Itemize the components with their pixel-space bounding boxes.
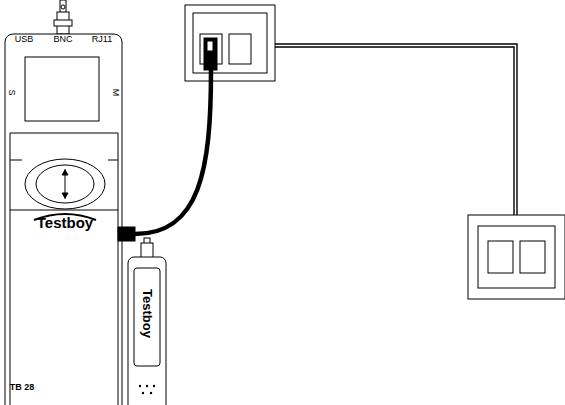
remote-unit: Testboy — [128, 257, 166, 405]
speaker-dot — [146, 385, 148, 387]
speaker-dot — [150, 392, 152, 394]
socket-frame — [478, 226, 555, 288]
bnc-ring — [54, 20, 72, 26]
wall-socket — [185, 5, 275, 81]
bnc-connector — [141, 243, 153, 258]
tester-housing — [5, 34, 122, 405]
arrow-symbol — [62, 170, 68, 198]
speaker-dot — [139, 385, 141, 387]
speaker-dot — [153, 385, 155, 387]
keypad-panel — [10, 133, 118, 405]
socket-frame — [193, 13, 267, 73]
remote-housing — [128, 257, 166, 405]
port-label: USB — [15, 35, 34, 44]
rj11-jack — [488, 241, 513, 273]
bnc-pin — [60, 0, 66, 13]
tester-unit: USB BNC RJ11S M Testboy TB 28 — [5, 34, 122, 405]
brand-logo: Testboy — [37, 215, 93, 230]
wall-socket — [468, 215, 565, 299]
model-label: TB 28 — [10, 383, 35, 392]
remote-label-panel — [134, 268, 160, 366]
wall-cable — [275, 47, 514, 215]
rj11-jack — [229, 34, 251, 64]
rj11-plug — [118, 227, 135, 241]
bnc-center — [61, 5, 65, 9]
rj11-jack — [520, 241, 545, 273]
wall-cable — [275, 44, 517, 215]
button-ring — [25, 159, 105, 209]
brand-logo: Testboy — [141, 289, 154, 338]
port-label: BNC — [53, 35, 72, 44]
side-label: M — [112, 88, 121, 96]
plug-latch — [207, 41, 213, 51]
rj11-plug — [204, 38, 217, 70]
side-label: S — [6, 89, 15, 95]
button-inner — [36, 165, 94, 203]
port-label: RJ11 — [92, 35, 112, 44]
speaker-dot — [142, 392, 144, 394]
patch-cable — [135, 70, 211, 234]
display-screen — [25, 57, 99, 121]
panel-line — [10, 160, 118, 210]
